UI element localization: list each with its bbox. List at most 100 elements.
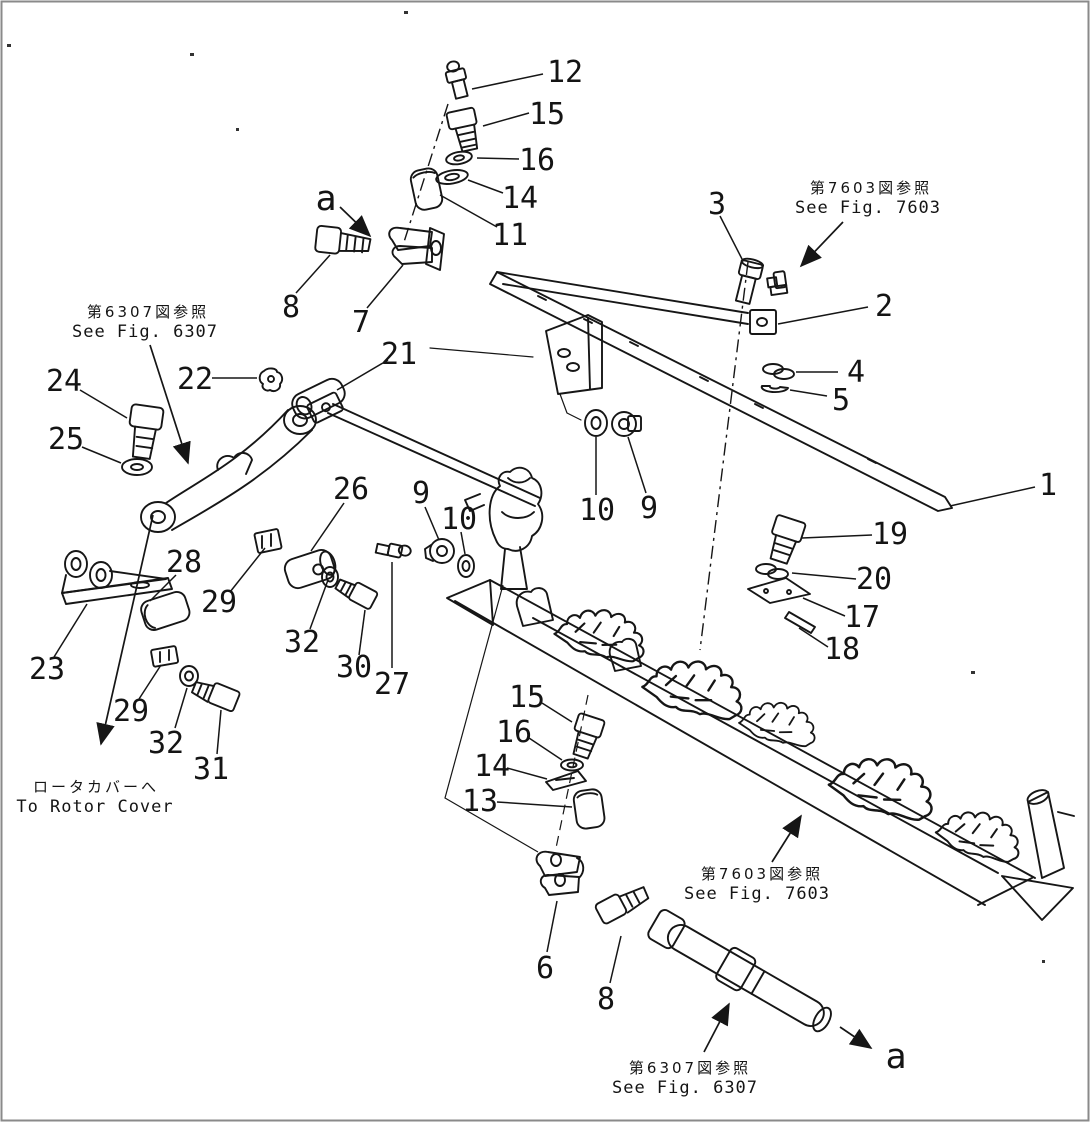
callout-32-lower: 32 [148,726,184,761]
callout-16-bottom: 16 [496,715,532,750]
callout-16-top: 16 [519,143,555,178]
callout-15-top: 15 [529,97,565,132]
part-7-clevis [388,226,445,271]
callout-10-mid: 10 [579,493,615,528]
callout-15-bottom: 15 [509,680,545,715]
axis-lines [403,103,749,853]
callout-32-mid: 32 [284,625,320,660]
part-18-pin [784,611,816,634]
scan-marks [7,11,1045,963]
callout-14-top: 14 [502,181,538,216]
callout-10-left: 10 [441,502,477,537]
callout-7: 7 [352,305,370,340]
part-10-washer-left [457,554,475,578]
part-27-fitting [374,542,412,559]
part-29-clip-lower [150,645,179,668]
note-rotor-cover-en: To Rotor Cover [16,797,173,817]
part-15-bolt-top [445,106,479,153]
callout-30: 30 [336,650,372,685]
callout-19: 19 [872,517,908,552]
callout-12: 12 [547,55,583,90]
callout-3: 3 [708,187,726,222]
note-fig6307-bot-en: See Fig. 6307 [612,1078,758,1098]
callout-28: 28 [166,545,202,580]
section-a-bot-arrow [839,1026,873,1049]
part-2-nut [749,309,777,335]
part-14-washer-top [435,169,469,185]
callout-5: 5 [832,383,850,418]
labels: 12 15 16 14 11 a 8 7 3 2 4 5 24 25 22 21… [16,55,1057,1098]
part-29-clip-upper [253,528,283,554]
part-link-rod-bottom [647,909,832,1033]
part-25-washer [121,458,153,476]
part-lever-arm [140,405,317,533]
parts [61,60,1075,1033]
callout-31: 31 [193,752,229,787]
callout-20: 20 [856,562,892,597]
part-1-blade [489,271,953,512]
part-21-link [291,377,346,424]
part-28-cylinder [140,590,191,631]
section-marker-a-top: a [315,179,336,219]
note-fig6307-left-jp: 第6307図参照 [87,303,209,321]
callout-22: 22 [177,362,213,397]
part-4-washer [762,363,795,380]
fig7603-mid-arrow [771,814,802,863]
fig6307-bot-arrow [703,1002,730,1053]
part-19-bolt [769,514,807,565]
fig7603-top-arrow [799,221,844,268]
part-9-nut-mid [611,411,642,437]
callout-26: 26 [333,472,369,507]
fig6307-left-arrow [149,344,191,465]
callout-29-lower: 29 [113,694,149,729]
note-fig7603-mid-jp: 第7603図参照 [701,865,823,883]
part-20-washer [755,563,789,580]
part-31-bolt [190,681,241,713]
callout-9-left: 9 [412,476,430,511]
part-10-washer-mid [584,409,608,437]
note-fig7603-top-jp: 第7603図参照 [810,179,932,197]
part-15-bolt-bottom [572,712,606,760]
callout-29-upper: 29 [201,585,237,620]
part-22-clip [258,367,284,392]
callout-6: 6 [536,951,554,986]
part-11-bushing [409,167,444,211]
callout-9-mid: 9 [640,491,658,526]
part-fitting-fig7603 [766,270,789,296]
callout-23: 23 [29,652,65,687]
part-16-washer-top [445,150,473,166]
part-14-plate-bottom [545,770,587,791]
part-9-nut-left [424,538,455,564]
section-a-top-arrow [339,206,372,238]
note-fig6307-left-en: See Fig. 6307 [72,322,218,342]
section-marker-a-bottom: a [885,1037,906,1077]
callout-2: 2 [875,289,893,324]
callout-13: 13 [462,784,498,819]
note-fig6307-bot-jp: 第6307図参照 [629,1059,751,1077]
callout-8-top: 8 [282,290,300,325]
leader-lines [53,73,1036,984]
callout-21: 21 [381,337,417,372]
note-fig7603-mid-en: See Fig. 7603 [684,884,830,904]
part-16-washer-bottom [560,758,584,772]
part-17-plate [747,577,811,604]
callout-27: 27 [374,667,410,702]
part-32-ring-lower [179,665,199,687]
part-30-bolt [334,578,379,610]
part-bracket-center [429,314,603,421]
part-13-bushing [572,788,606,830]
part-5-washer [760,385,789,394]
note-rotor-cover-jp: ロータカバーへ [33,778,159,796]
callout-11: 11 [492,218,528,253]
callout-18: 18 [824,632,860,667]
part-23-bracket [61,550,173,605]
part-8-bolt-bottom [594,886,650,925]
callout-25: 25 [48,422,84,457]
rotor-cover-arrow [96,514,154,746]
part-12-fitting [444,60,469,100]
part-control-rod [327,403,541,507]
callout-24: 24 [46,364,82,399]
callout-14-bottom: 14 [474,749,510,784]
